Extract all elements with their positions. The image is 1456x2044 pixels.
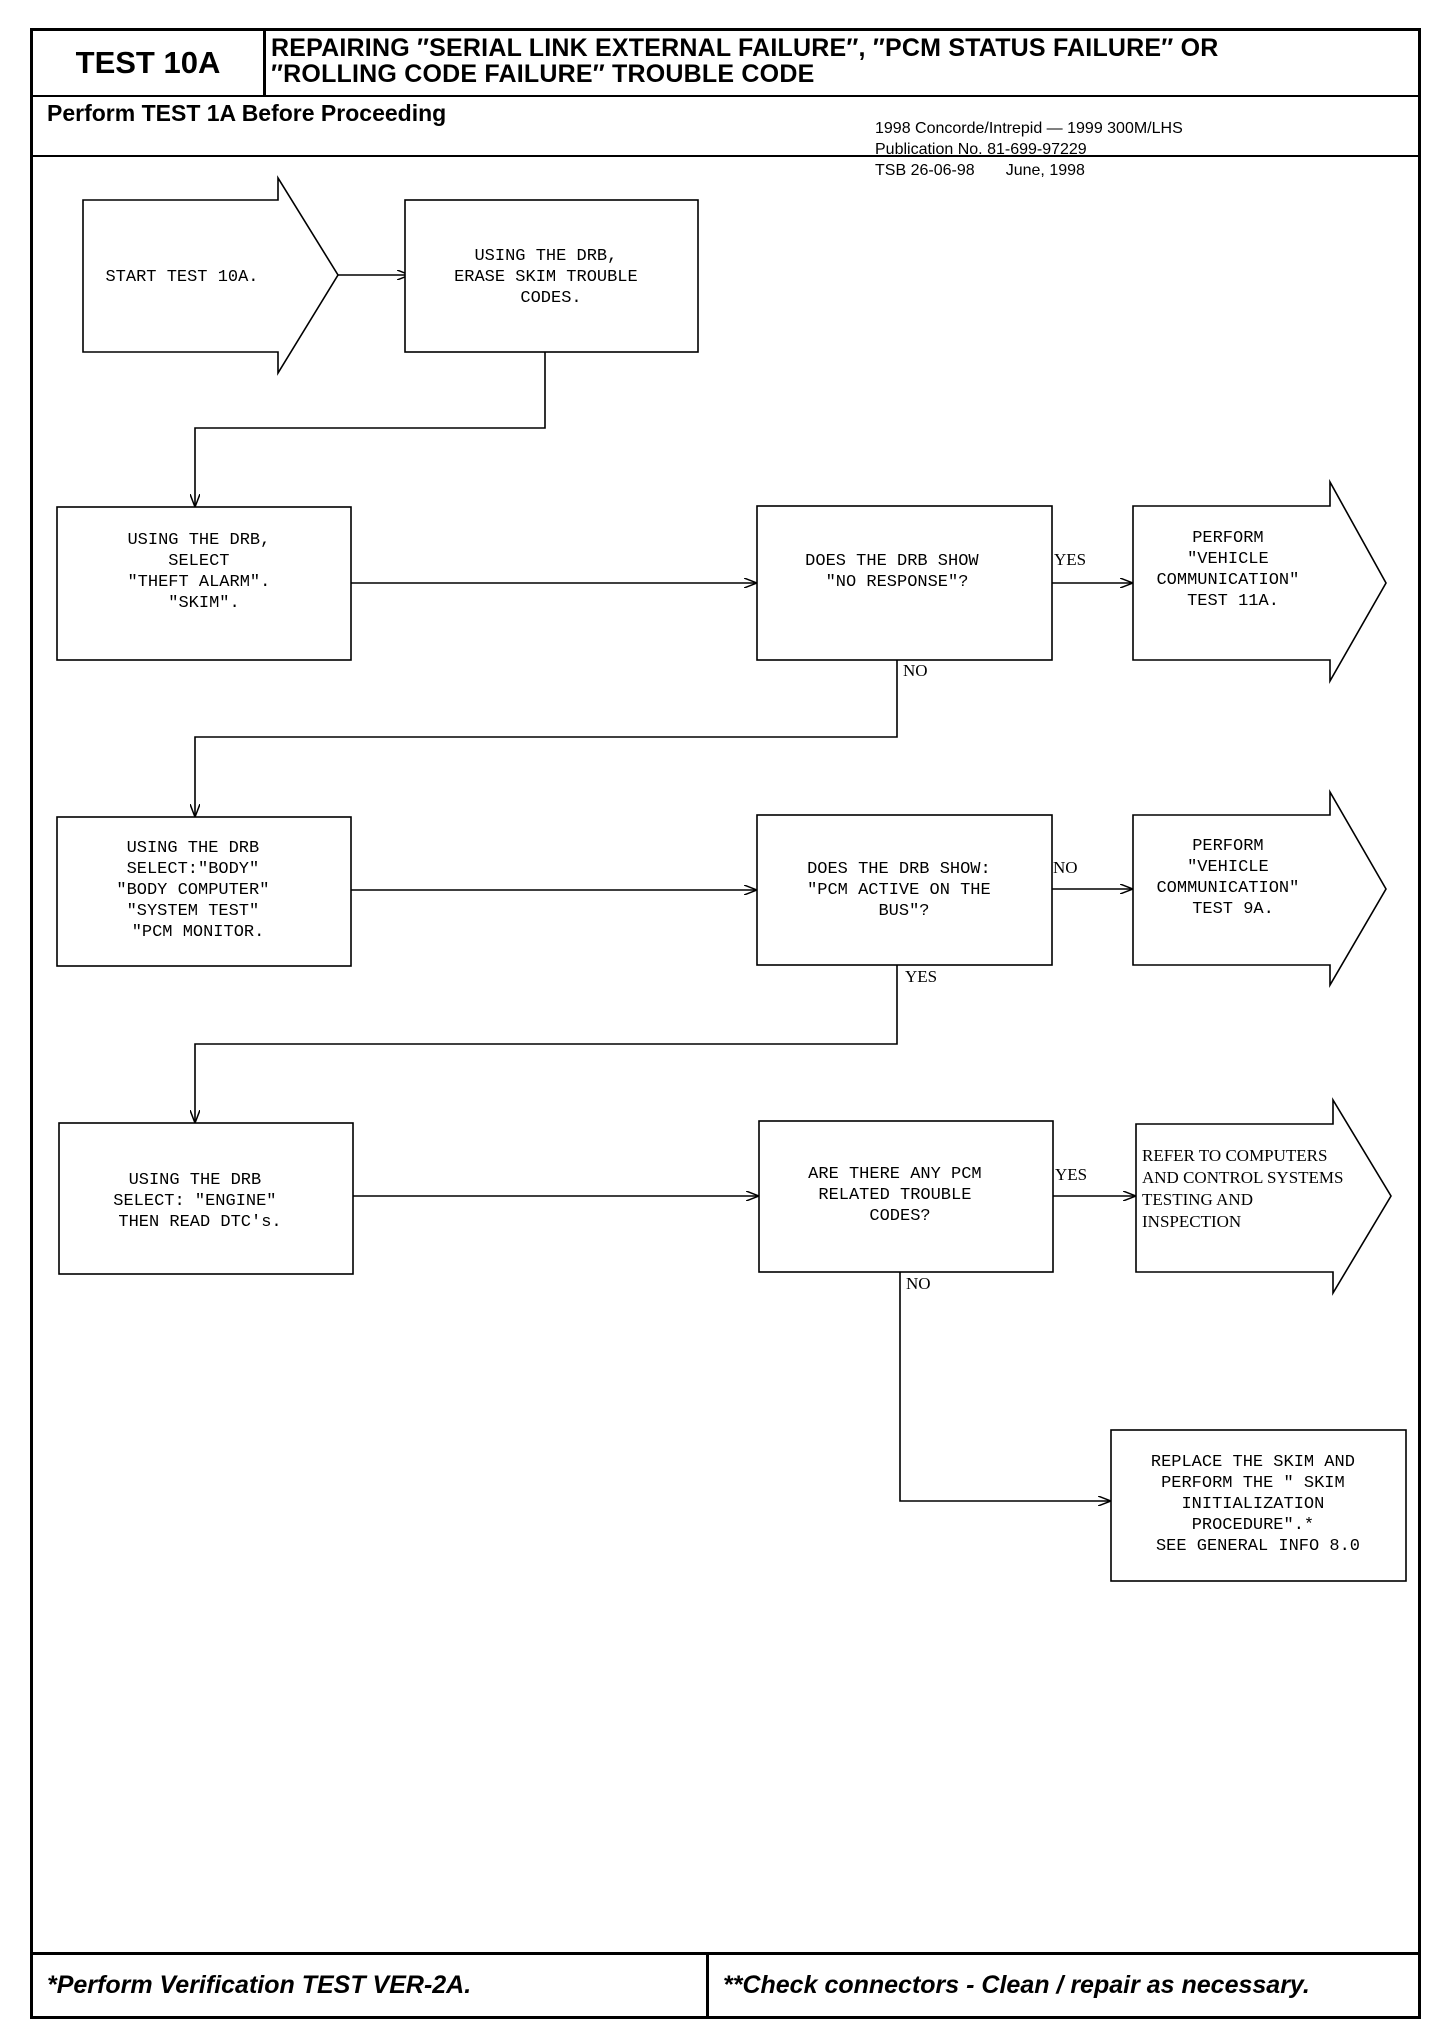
footer-connector-note: **Check connectors - Clean / repair as n… [723, 1971, 1310, 1999]
step3-line-2: SELECT: "ENGINE" [113, 1192, 276, 1211]
step2-line-5: "PCM MONITOR. [132, 923, 265, 942]
arrow-q3-no [899, 1272, 1111, 1501]
q1-line-2: "NO RESPONSE"? [826, 573, 969, 592]
publication-vehicles: 1998 Concorde/Intrepid — 1999 300M/LHS [875, 120, 1183, 137]
r2-line-4: TEST 9A. [1192, 900, 1274, 919]
svg-text:USING THE DRB, SELECT: USING THE DRB, SELECT "THEFT ALARM". "SK… [127, 531, 280, 613]
select-theft-alarm-box: USING THE DRB, SELECT "THEFT ALARM". "SK… [56, 506, 352, 661]
erase-line-1: USING THE DRB, [474, 247, 617, 266]
r1-line-2: "VEHICLE [1187, 550, 1269, 569]
svg-text:PERFORM "VEHICLE C: PERFORM "VEHICLE COMMUNICATION" TEST 11A… [1156, 529, 1309, 611]
step2-line-3: "BODY COMPUTER" [116, 881, 269, 900]
r2-line-1: PERFORM [1192, 837, 1263, 856]
q1-yes-label: YES [1054, 550, 1086, 569]
svg-text:USING THE DRB SELECT:"BO: USING THE DRB SELECT:"BODY" "BODY COMPUT… [116, 839, 279, 942]
erase-line-3: CODES. [520, 289, 581, 308]
title-line-2: ″ROLLING CODE FAILURE″ TROUBLE CODE [271, 60, 815, 88]
perform-test-9a-box: PERFORM "VEHICLE COMMUNICATION" TEST 9A. [1132, 789, 1387, 988]
erase-line-2: ERASE SKIM TROUBLE [454, 268, 638, 287]
read-engine-dtcs-box: USING THE DRB SELECT: "ENGINE" THEN READ… [58, 1122, 354, 1275]
q3-yes-label: YES [1055, 1165, 1087, 1184]
step2-line-4: "SYSTEM TEST" [127, 902, 260, 921]
publication-number: Publication No. 81-699-97229 [875, 141, 1087, 158]
erase-codes-box: USING THE DRB, ERASE SKIM TROUBLE CODES. [404, 199, 699, 353]
footer-verification-note: *Perform Verification TEST VER-2A. [33, 1955, 709, 2016]
r1-line-1: PERFORM [1192, 529, 1263, 548]
r1-line-4: TEST 11A. [1187, 592, 1279, 611]
q2-no-label: NO [1053, 858, 1078, 877]
r2-line-3: COMMUNICATION" [1156, 879, 1299, 898]
final-line-2: PERFORM THE " SKIM [1161, 1474, 1345, 1493]
page-title: REPAIRING ″SERIAL LINK EXTERNAL FAILURE″… [271, 35, 1219, 87]
refer-computers-box: REFER TO COMPUTERS AND CONTROL SYSTEMS T… [1135, 1097, 1392, 1296]
q2-line-3: BUS"? [878, 902, 929, 921]
r2-line-2: "VEHICLE [1187, 858, 1269, 877]
step3-line-1: USING THE DRB [129, 1171, 262, 1190]
title-line-1: REPAIRING ″SERIAL LINK EXTERNAL FAILURE″… [271, 34, 1219, 62]
svg-text:DOES THE DRB SHOW "NO RE: DOES THE DRB SHOW "NO RESPONSE"? [805, 552, 989, 592]
publication-tsb: TSB 26-06-98 June, 1998 [875, 162, 1085, 179]
step3-line-3: THEN READ DTC's. [118, 1213, 281, 1232]
step1-line-3: "THEFT ALARM". [127, 573, 270, 592]
start-label: START TEST 10A. [105, 268, 258, 287]
no-response-question-box: DOES THE DRB SHOW "NO RESPONSE"? YES NO [756, 505, 1086, 680]
prerequisite-bar: Perform TEST 1A Before Proceeding [33, 95, 1418, 157]
step2-line-2: SELECT:"BODY" [127, 860, 260, 879]
q2-line-1: DOES THE DRB SHOW: [807, 860, 991, 879]
final-line-5: SEE GENERAL INFO 8.0 [1156, 1537, 1360, 1556]
final-line-4: PROCEDURE".* [1192, 1516, 1314, 1535]
r3-line-2: AND CONTROL SYSTEMS [1142, 1168, 1344, 1187]
select-pcm-monitor-box: USING THE DRB SELECT:"BODY" "BODY COMPUT… [56, 816, 352, 967]
r3-line-4: INSPECTION [1142, 1212, 1241, 1231]
header-bar: TEST 10A REPAIRING ″SERIAL LINK EXTERNAL… [33, 31, 1418, 97]
erase-codes-text: USING THE DRB, ERASE SKIM TROUBLE CODES. [454, 247, 648, 308]
q2-yes-label: YES [905, 967, 937, 986]
test-id: TEST 10A [33, 31, 266, 95]
q3-line-3: CODES? [869, 1207, 930, 1226]
svg-text:USING THE DRB SELECT: "E: USING THE DRB SELECT: "ENGINE" THEN READ… [113, 1171, 286, 1232]
step1-line-1: USING THE DRB, [127, 531, 270, 550]
final-line-1: REPLACE THE SKIM AND [1151, 1453, 1355, 1472]
svg-text:REFER TO COMPUTERS AND C: REFER TO COMPUTERS AND CONTROL SYSTEMS T… [1142, 1146, 1348, 1231]
q3-no-label: NO [906, 1274, 931, 1293]
arrow-q1-no [195, 660, 898, 817]
procedure-page: TEST 10A REPAIRING ″SERIAL LINK EXTERNAL… [30, 28, 1421, 2019]
prerequisite-note: Perform TEST 1A Before Proceeding [47, 100, 447, 126]
start-box: START TEST 10A. [82, 175, 339, 376]
arrow-q2-yes [195, 965, 898, 1123]
step2-line-1: USING THE DRB [127, 839, 260, 858]
footer-bar: *Perform Verification TEST VER-2A. **Che… [33, 1952, 1418, 2016]
step1-line-4: "SKIM". [168, 594, 239, 613]
r3-line-3: TESTING AND [1142, 1190, 1253, 1209]
pcm-active-question-box: DOES THE DRB SHOW: "PCM ACTIVE ON THE BU… [756, 814, 1078, 986]
svg-text:PERFORM "VEHICLE C: PERFORM "VEHICLE COMMUNICATION" TEST 9A. [1156, 837, 1309, 919]
r1-line-3: COMMUNICATION" [1156, 571, 1299, 590]
q3-line-2: RELATED TROUBLE [818, 1186, 971, 1205]
publication-info: 1998 Concorde/Intrepid — 1999 300M/LHS P… [875, 118, 1183, 181]
q3-line-1: ARE THERE ANY PCM [808, 1165, 981, 1184]
connector-lines [195, 275, 1136, 1501]
svg-text:DOES THE DRB SHOW: "PCM: DOES THE DRB SHOW: "PCM ACTIVE ON THE BU… [807, 860, 1001, 921]
arrow-erase-to-step1 [195, 352, 546, 507]
pcm-codes-question-box: ARE THERE ANY PCM RELATED TROUBLE CODES?… [758, 1120, 1087, 1293]
svg-text:REPLACE THE SKIM AND PER: REPLACE THE SKIM AND PERFORM THE " SKIM … [1151, 1453, 1365, 1556]
replace-skim-box: REPLACE THE SKIM AND PERFORM THE " SKIM … [1110, 1429, 1407, 1582]
step1-line-2: SELECT [168, 552, 229, 571]
svg-text:ARE THERE ANY PCM RELATE: ARE THERE ANY PCM RELATED TROUBLE CODES? [808, 1165, 992, 1226]
r3-line-1: REFER TO COMPUTERS [1142, 1146, 1327, 1165]
q2-line-2: "PCM ACTIVE ON THE [807, 881, 991, 900]
final-line-3: INITIALIZATION [1181, 1495, 1324, 1514]
q1-line-1: DOES THE DRB SHOW [805, 552, 979, 571]
q1-no-label: NO [903, 661, 928, 680]
perform-test-11a-box: PERFORM "VEHICLE COMMUNICATION" TEST 11A… [1132, 478, 1387, 685]
